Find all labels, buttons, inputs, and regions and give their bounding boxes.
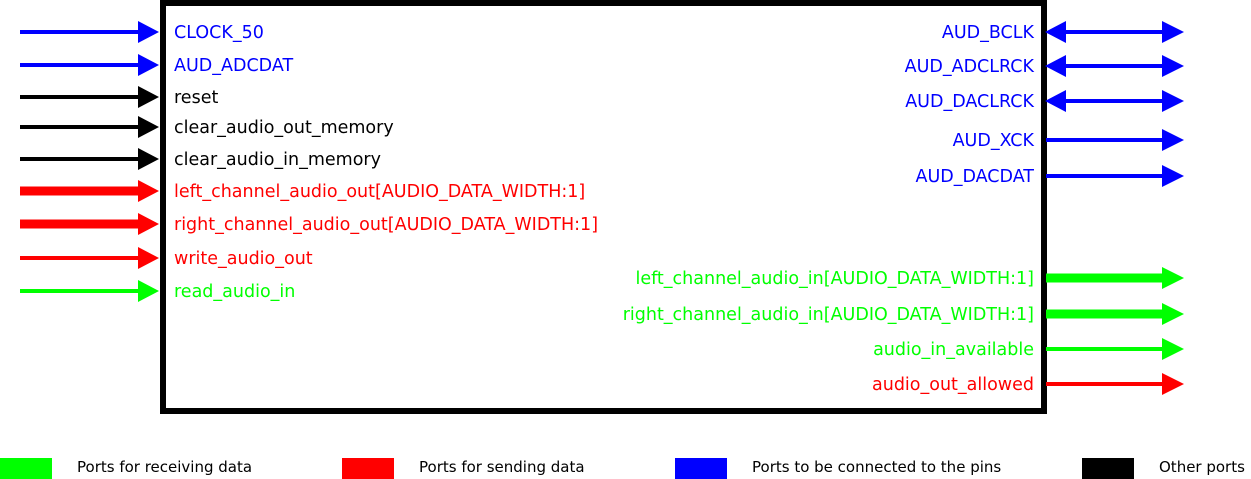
output-ports: AUD_BCLK AUD_ADCLRCK AUD_DACLRCK AUD_XCK AUD… bbox=[623, 21, 1184, 395]
legend-item-ports-for-sending-data: Ports for sending data bbox=[342, 458, 585, 479]
output-port-audio-in-available: audio_in_available bbox=[873, 338, 1184, 360]
output-port-right-channel-audio-in-audio-data-width-1: right_channel_audio_in[AUDIO_DATA_WIDTH:… bbox=[623, 303, 1184, 325]
arrowhead-right-icon bbox=[1162, 303, 1184, 325]
input-port-read-audio-in: read_audio_in bbox=[20, 280, 295, 302]
arrowhead-right-icon bbox=[1162, 21, 1184, 43]
input-port-aud-adcdat: AUD_ADCDAT bbox=[20, 54, 293, 76]
arrowhead-right-icon bbox=[1162, 165, 1184, 187]
legend-item-ports-to-be-connected-to-the-pins: Ports to be connected to the pins bbox=[675, 458, 1001, 479]
legend-label: Ports for receiving data bbox=[77, 458, 252, 476]
input-port-label: right_channel_audio_out[AUDIO_DATA_WIDTH… bbox=[174, 215, 598, 235]
input-port-clear-audio-in-memory: clear_audio_in_memory bbox=[20, 148, 381, 170]
arrowhead-right-icon bbox=[1162, 55, 1184, 77]
module-box bbox=[160, 0, 1047, 414]
output-port-aud-dacdat: AUD_DACDAT bbox=[915, 165, 1184, 187]
input-port-label: left_channel_audio_out[AUDIO_DATA_WIDTH:… bbox=[174, 182, 585, 202]
output-port-aud-daclrck: AUD_DACLRCK bbox=[905, 90, 1184, 112]
arrowhead-left-icon bbox=[1045, 21, 1066, 43]
input-port-label: clear_audio_out_memory bbox=[174, 118, 394, 138]
output-port-label: AUD_DACDAT bbox=[915, 167, 1034, 187]
input-port-label: read_audio_in bbox=[174, 282, 295, 302]
arrowhead-right-icon bbox=[138, 21, 159, 43]
arrowhead-left-icon bbox=[1045, 90, 1066, 112]
legend-label: Ports for sending data bbox=[419, 458, 585, 476]
legend-label: Ports to be connected to the pins bbox=[752, 458, 1001, 476]
input-port-label: write_audio_out bbox=[174, 249, 313, 269]
legend-item-ports-for-receiving-data: Ports for receiving data bbox=[0, 458, 252, 479]
output-port-label: AUD_DACLRCK bbox=[905, 92, 1034, 112]
arrowhead-right-icon bbox=[1162, 90, 1184, 112]
output-port-label: audio_out_allowed bbox=[872, 375, 1034, 395]
input-port-label: clear_audio_in_memory bbox=[174, 150, 381, 170]
arrowhead-right-icon bbox=[1162, 267, 1184, 289]
arrowhead-right-icon bbox=[138, 116, 159, 138]
legend-swatch bbox=[342, 458, 394, 479]
legend-swatch bbox=[1082, 458, 1134, 479]
legend-item-other-ports: Other ports bbox=[1082, 458, 1245, 479]
legend-label: Other ports bbox=[1159, 458, 1245, 476]
arrowhead-right-icon bbox=[138, 280, 159, 302]
legend: Ports for receiving data Ports for sendin… bbox=[0, 458, 1245, 479]
arrowhead-right-icon bbox=[1162, 373, 1184, 395]
output-port-label: AUD_ADCLRCK bbox=[905, 57, 1035, 77]
output-port-label: AUD_BCLK bbox=[942, 23, 1035, 43]
arrowhead-right-icon bbox=[1162, 129, 1184, 151]
arrowhead-right-icon bbox=[138, 213, 159, 235]
output-port-audio-out-allowed: audio_out_allowed bbox=[872, 373, 1184, 395]
arrowhead-right-icon bbox=[138, 86, 159, 108]
legend-swatch bbox=[0, 458, 52, 479]
arrowhead-left-icon bbox=[1045, 55, 1066, 77]
input-port-label: AUD_ADCDAT bbox=[174, 56, 293, 76]
input-port-clear-audio-out-memory: clear_audio_out_memory bbox=[20, 116, 394, 138]
output-port-label: left_channel_audio_in[AUDIO_DATA_WIDTH:1… bbox=[635, 269, 1034, 289]
input-port-left-channel-audio-out-audio-data-width-1: left_channel_audio_out[AUDIO_DATA_WIDTH:… bbox=[20, 180, 585, 202]
output-port-aud-adclrck: AUD_ADCLRCK bbox=[905, 55, 1184, 77]
arrowhead-right-icon bbox=[138, 247, 159, 269]
output-port-label: AUD_XCK bbox=[953, 131, 1035, 151]
input-port-label: CLOCK_50 bbox=[174, 23, 264, 43]
arrowhead-right-icon bbox=[138, 148, 159, 170]
input-port-clock-50: CLOCK_50 bbox=[20, 21, 264, 43]
output-port-label: right_channel_audio_in[AUDIO_DATA_WIDTH:… bbox=[623, 305, 1034, 325]
output-port-left-channel-audio-in-audio-data-width-1: left_channel_audio_in[AUDIO_DATA_WIDTH:1… bbox=[635, 267, 1184, 289]
arrowhead-right-icon bbox=[1162, 338, 1184, 360]
input-port-write-audio-out: write_audio_out bbox=[20, 247, 313, 269]
output-port-aud-bclk: AUD_BCLK bbox=[942, 21, 1184, 43]
input-port-label: reset bbox=[174, 88, 218, 108]
output-port-aud-xck: AUD_XCK bbox=[953, 129, 1184, 151]
input-port-right-channel-audio-out-audio-data-width-1: right_channel_audio_out[AUDIO_DATA_WIDTH… bbox=[20, 213, 598, 235]
arrowhead-right-icon bbox=[138, 54, 159, 76]
input-port-reset: reset bbox=[20, 86, 218, 108]
output-port-label: audio_in_available bbox=[873, 340, 1034, 360]
legend-swatch bbox=[675, 458, 727, 479]
arrowhead-right-icon bbox=[138, 180, 159, 202]
